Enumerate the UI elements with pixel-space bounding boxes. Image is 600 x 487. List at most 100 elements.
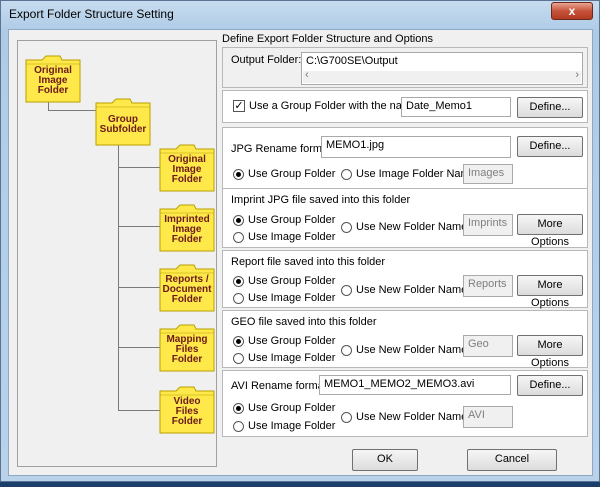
- jpg-image-folder-input[interactable]: Images: [463, 164, 513, 184]
- geo-more-options-button[interactable]: More Options: [517, 335, 583, 369]
- folder-label-line: Folder: [171, 416, 203, 427]
- report-more-options-button[interactable]: More Options: [517, 275, 583, 309]
- folder-label-line: Imprinted: [164, 214, 210, 225]
- geo-use-new-radio[interactable]: [341, 345, 352, 356]
- imprint-more-options-button[interactable]: More Options: [517, 214, 583, 248]
- jpg-use-group-radio[interactable]: [233, 169, 244, 180]
- jpg-use-group-label: Use Group Folder: [248, 168, 336, 180]
- jpg-rename-group: JPG Rename format MEMO1.jpg Define... Us…: [222, 127, 588, 190]
- avi-rename-input[interactable]: MEMO1_MEMO2_MEMO3.avi: [319, 375, 511, 395]
- report-use-group-label: Use Group Folder: [248, 275, 336, 287]
- avi-new-folder-input[interactable]: AVI: [463, 406, 513, 428]
- report-use-group-radio[interactable]: [233, 276, 244, 287]
- avi-use-image-label: Use Image Folder: [248, 420, 336, 432]
- imprint-new-folder-input[interactable]: Imprints: [463, 214, 513, 236]
- avi-use-new-label: Use New Folder Named:: [356, 411, 477, 423]
- connector-line: [118, 226, 160, 227]
- connector-line: [118, 347, 160, 348]
- folder-label-line: Files: [175, 406, 199, 417]
- folder-label-line: Reports /: [165, 274, 209, 285]
- folder-label-line: Original: [34, 65, 72, 76]
- close-button[interactable]: x: [551, 2, 593, 20]
- avi-rename-label: AVI Rename format: [231, 380, 327, 392]
- imprint-use-group-radio[interactable]: [233, 215, 244, 226]
- folder-label-line: Image: [172, 224, 202, 235]
- geo-new-folder-input[interactable]: Geo: [463, 335, 513, 357]
- imprint-use-image-label: Use Image Folder: [248, 231, 336, 243]
- avi-use-group-radio[interactable]: [233, 403, 244, 414]
- ok-button[interactable]: OK: [352, 449, 418, 471]
- taskbar-strip: [0, 482, 600, 487]
- avi-use-image-radio[interactable]: [233, 421, 244, 432]
- connector-line: [118, 167, 160, 168]
- connector-line: [48, 110, 108, 111]
- geo-use-new-label: Use New Folder Named:: [356, 344, 477, 356]
- folder-label-line: Subfolder: [99, 124, 147, 135]
- geo-use-image-label: Use Image Folder: [248, 352, 336, 364]
- report-group: Report file saved into this folder Use G…: [222, 250, 588, 309]
- geo-use-group-radio[interactable]: [233, 336, 244, 347]
- avi-define-button[interactable]: Define...: [517, 375, 583, 396]
- folder-label-line: Document: [162, 284, 212, 295]
- folder-label-line: Image: [172, 164, 202, 175]
- connector-line: [118, 143, 119, 411]
- geo-use-image-radio[interactable]: [233, 353, 244, 364]
- jpg-use-image-label: Use Image Folder Named: [356, 168, 482, 180]
- group-folder-checkbox[interactable]: ✓: [233, 100, 245, 112]
- imprint-use-image-radio[interactable]: [233, 232, 244, 243]
- output-folder-scrollbar[interactable]: ‹ ›: [303, 69, 581, 83]
- folder-label-line: Folder: [171, 294, 203, 305]
- scroll-right-icon[interactable]: ›: [575, 69, 579, 81]
- report-label: Report file saved into this folder: [231, 256, 386, 268]
- group-folder-name-input[interactable]: Date_Memo1: [401, 97, 511, 117]
- connector-line: [48, 101, 49, 111]
- window-title: Export Folder Structure Setting: [9, 7, 174, 21]
- cancel-button[interactable]: Cancel: [467, 449, 557, 471]
- avi-group: AVI Rename format MEMO1_MEMO2_MEMO3.avi …: [222, 370, 588, 437]
- scroll-left-icon[interactable]: ‹: [305, 69, 309, 81]
- report-use-image-radio[interactable]: [233, 293, 244, 304]
- imprint-use-new-radio[interactable]: [341, 222, 352, 233]
- folder-label-line: Folder: [171, 174, 203, 185]
- report-use-new-label: Use New Folder Named:: [356, 284, 477, 296]
- jpg-define-button[interactable]: Define...: [517, 136, 583, 157]
- folder-label-line: Original: [168, 154, 206, 165]
- imprint-use-new-label: Use New Folder Named:: [356, 221, 477, 233]
- folder-label-line: Folder: [171, 234, 203, 245]
- report-use-image-label: Use Image Folder: [248, 292, 336, 304]
- avi-use-group-label: Use Group Folder: [248, 402, 336, 414]
- jpg-rename-label: JPG Rename format: [231, 143, 332, 155]
- jpg-use-image-radio[interactable]: [341, 169, 352, 180]
- report-use-new-radio[interactable]: [341, 285, 352, 296]
- imprint-label: Imprint JPG file saved into this folder: [231, 194, 411, 206]
- connector-line: [118, 287, 160, 288]
- folder-label-line: Video: [173, 396, 201, 407]
- output-folder-field[interactable]: C:\G700SE\Output ‹ ›: [301, 52, 583, 85]
- output-folder-value: C:\G700SE\Output: [306, 55, 398, 67]
- report-new-folder-input[interactable]: Reports: [463, 275, 513, 297]
- folder-label-line: Folder: [37, 85, 69, 96]
- options-heading: Define Export Folder Structure and Optio…: [222, 33, 433, 45]
- jpg-rename-input[interactable]: MEMO1.jpg: [321, 136, 511, 158]
- connector-line: [118, 410, 160, 411]
- group-folder-group: ✓ Use a Group Folder with the name of Da…: [222, 90, 588, 123]
- title-bar[interactable]: Export Folder Structure Setting x: [1, 1, 599, 27]
- output-folder-label: Output Folder:: [231, 54, 302, 66]
- avi-use-new-radio[interactable]: [341, 412, 352, 423]
- group-folder-define-button[interactable]: Define...: [517, 97, 583, 118]
- output-folder-group: Output Folder: C:\G700SE\Output ‹ ›: [222, 47, 588, 88]
- geo-group: GEO file saved into this folder Use Grou…: [222, 310, 588, 369]
